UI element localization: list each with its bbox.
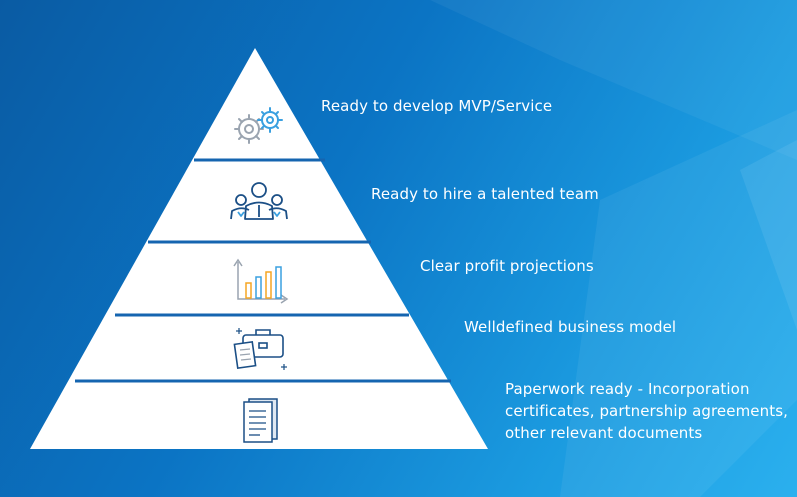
level-label-profit: Clear profit projections <box>420 257 594 275</box>
team-icon <box>230 182 288 220</box>
level-label-mvp: Ready to develop MVP/Service <box>321 97 553 115</box>
level-label-paperwork: Paperwork ready - Incorporation certific… <box>505 380 789 442</box>
documents-icon <box>243 398 278 443</box>
briefcase-document-icon <box>233 328 287 370</box>
gears-icon <box>234 107 283 144</box>
pyramid-body <box>30 48 488 449</box>
level-label-team: Ready to hire a talented team <box>371 185 599 203</box>
level-label-business-model: Welldefined business model <box>464 318 677 336</box>
bar-chart-icon <box>233 258 289 304</box>
